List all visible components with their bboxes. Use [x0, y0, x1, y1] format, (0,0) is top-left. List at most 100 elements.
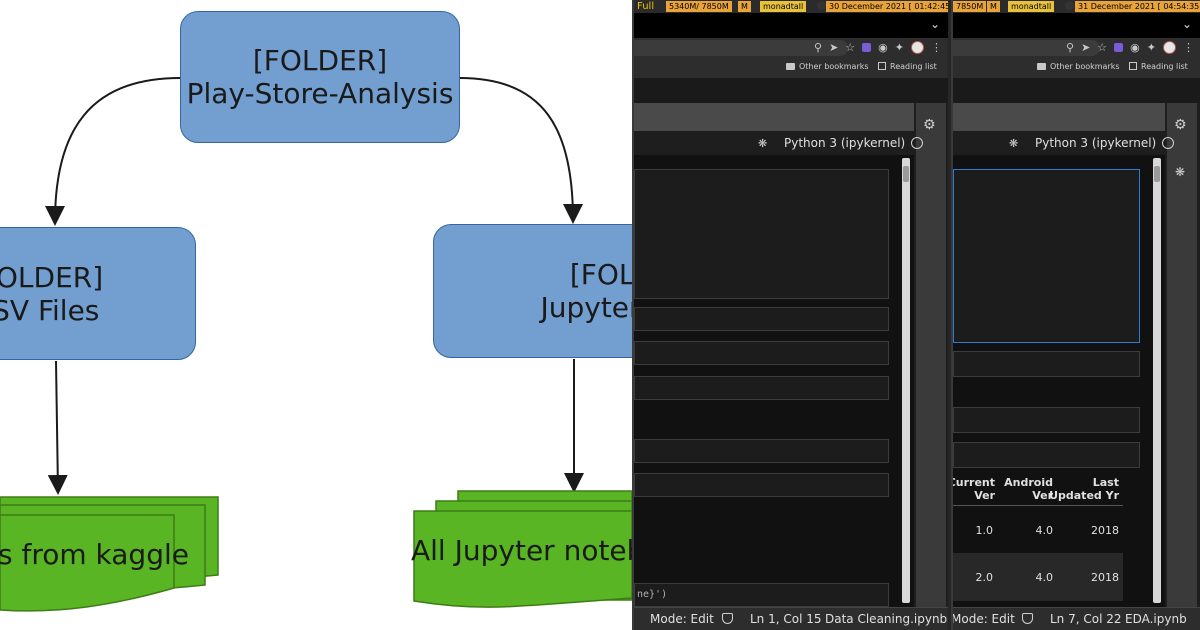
code-cell[interactable]: [953, 407, 1140, 433]
output-cell[interactable]: [634, 169, 889, 299]
extensions-puzzle-icon[interactable]: ✦: [1146, 41, 1156, 54]
other-bookmarks-link[interactable]: Other bookmarks: [786, 62, 869, 71]
notebook-scrollbar[interactable]: [1153, 158, 1161, 603]
root-folder-name: Play-Store-Analysis: [186, 77, 454, 110]
jupyter-screenshot-data-cleaning: Full 5340M/ 7850M M monadtall 30 Decembe…: [632, 0, 948, 630]
bookmark-star-icon[interactable]: ☆: [1097, 41, 1108, 54]
code-cell-active[interactable]: ne}'): [634, 583, 889, 607]
cursor-position[interactable]: Ln 7, Col 22: [1050, 612, 1122, 626]
tab-search-chevron-icon[interactable]: ⌄: [929, 17, 940, 31]
kernel-name[interactable]: Python 3 (ipykernel): [784, 136, 924, 150]
debugger-bug-icon[interactable]: ❋: [1175, 165, 1186, 179]
csv-folder-label: [FOLDER]: [0, 260, 104, 294]
profile-avatar[interactable]: [911, 41, 924, 58]
property-inspector-gear-icon[interactable]: ⚙: [923, 117, 936, 133]
share-icon[interactable]: ➤: [1081, 41, 1091, 54]
date-time: 30 December 2021 [ 01:42:45 ]: [826, 1, 948, 12]
browser-toolbar: ⚲ ➤ ☆ ◉ ✦ ⋮: [634, 38, 948, 58]
debugger-bug-icon[interactable]: ❋: [758, 137, 768, 150]
trust-shield-icon[interactable]: [722, 613, 733, 627]
other-bookmarks-link[interactable]: Other bookmarks: [1037, 62, 1120, 71]
reading-list-link[interactable]: Reading list: [878, 62, 937, 71]
browser-tab-strip: ⌄: [953, 13, 1200, 39]
notebook-folder-box: [FOLDER] Jupyter Noteb: [433, 224, 632, 358]
browser-tab-strip: ⌄: [634, 13, 948, 39]
kernel-label: Python 3 (ipykernel): [1035, 136, 1157, 150]
reading-list-link[interactable]: Reading list: [1129, 62, 1188, 71]
code-cell[interactable]: [953, 442, 1140, 468]
incognito-icon[interactable]: ◉: [878, 41, 888, 54]
diagram-connectors: [0, 77, 632, 612]
code-cell[interactable]: [634, 307, 889, 331]
mail-indicator: M: [987, 1, 1000, 12]
arrow-root-to-notebooks: [459, 77, 583, 224]
kernel-label: Python 3 (ipykernel): [784, 136, 906, 150]
jupyter-status-bar: Mode: Edit Ln 7, Col 22 EDA.ipynb: [953, 607, 1200, 630]
trust-shield-icon[interactable]: [1022, 613, 1033, 627]
scrollbar-thumb[interactable]: [903, 166, 909, 182]
kernel-name[interactable]: Python 3 (ipykernel): [1035, 136, 1175, 150]
bookmarks-bar: Other bookmarks Reading list: [953, 58, 1200, 78]
arrow-csv-to-kaggle: [47, 360, 68, 495]
profile-avatar[interactable]: [1163, 41, 1176, 58]
property-inspector-gear-icon[interactable]: ⚙: [1174, 117, 1187, 133]
menu-kebab-icon[interactable]: ⋮: [931, 41, 942, 54]
code-cell[interactable]: [634, 439, 889, 463]
tab-search-chevron-icon[interactable]: ⌄: [1181, 17, 1192, 31]
edit-mode-status[interactable]: Mode: Edit: [650, 612, 714, 626]
kernel-status-icon: [1162, 137, 1175, 149]
browser-toolbar: ⚲ ➤ ☆ ◉ ✦ ⋮: [953, 38, 1200, 58]
notebook-folder-name: Jupyter Noteb: [540, 291, 632, 324]
kaggle-docs-label: s from kaggle: [0, 538, 189, 571]
header-divider: [953, 505, 1123, 506]
extension-color-icon[interactable]: [862, 41, 872, 58]
zoom-icon[interactable]: ⚲: [1066, 41, 1075, 54]
memory-usage: 5340M/ 7850M: [666, 1, 732, 12]
code-cell[interactable]: [953, 351, 1140, 377]
extension-color-icon[interactable]: [1114, 41, 1124, 58]
debugger-bug-icon[interactable]: ❋: [1009, 137, 1019, 150]
header-line: Ver: [1032, 489, 1053, 502]
zoom-icon[interactable]: ⚲: [814, 41, 823, 54]
notebook-folder-label: [FOLDER]: [569, 258, 632, 291]
other-bookmarks-label: Other bookmarks: [799, 62, 869, 71]
layout-mode-indicator: Full: [634, 1, 658, 12]
cursor-position[interactable]: Ln 1, Col 15: [750, 612, 822, 626]
address-bar[interactable]: [953, 40, 1100, 56]
incognito-icon[interactable]: ◉: [1130, 41, 1140, 54]
header-line: Updated Yr: [1049, 489, 1119, 502]
selected-cell[interactable]: [953, 169, 1140, 343]
header-line: Last: [1092, 476, 1119, 489]
clock-icon: [814, 1, 829, 12]
table-cell: 2018: [1091, 571, 1119, 584]
address-bar[interactable]: [634, 40, 848, 56]
bookmark-star-icon[interactable]: ☆: [845, 41, 856, 54]
notebook-docs-shape: [413, 490, 632, 608]
menu-kebab-icon[interactable]: ⋮: [1183, 41, 1194, 54]
notebook-cells-area: ne}'): [634, 155, 914, 607]
code-text: ne}'): [637, 589, 668, 600]
table-cell: 1.0: [975, 524, 994, 537]
username: monadtall: [1008, 1, 1055, 12]
notebook-toolbar: ❋ Python 3 (ipykernel): [634, 131, 924, 155]
date-time: 31 December 2021 [ 04:54:35 ]: [1075, 1, 1200, 12]
folder-icon: [1037, 63, 1046, 70]
right-sidebar: ⚙ ❋: [1167, 103, 1197, 607]
bookmarks-bar: Other bookmarks Reading list: [634, 58, 948, 78]
edit-mode-status[interactable]: Mode: Edit: [951, 612, 1015, 626]
folder-structure-diagram: [FOLDER] Play-Store-Analysis [FOLDER] CS…: [0, 11, 632, 612]
code-cell[interactable]: [634, 473, 889, 497]
clock-icon: [1062, 1, 1077, 12]
notebook-docs-label: All Jupyter noteb: [411, 534, 632, 567]
table-cell: 2.0: [975, 571, 994, 584]
extensions-puzzle-icon[interactable]: ✦: [894, 41, 904, 54]
share-icon[interactable]: ➤: [829, 41, 839, 54]
scrollbar-thumb[interactable]: [1154, 166, 1160, 182]
notebook-scrollbar[interactable]: [902, 158, 910, 603]
code-cell[interactable]: [634, 341, 889, 365]
mail-indicator: M: [738, 1, 751, 12]
code-cell[interactable]: [634, 376, 889, 400]
